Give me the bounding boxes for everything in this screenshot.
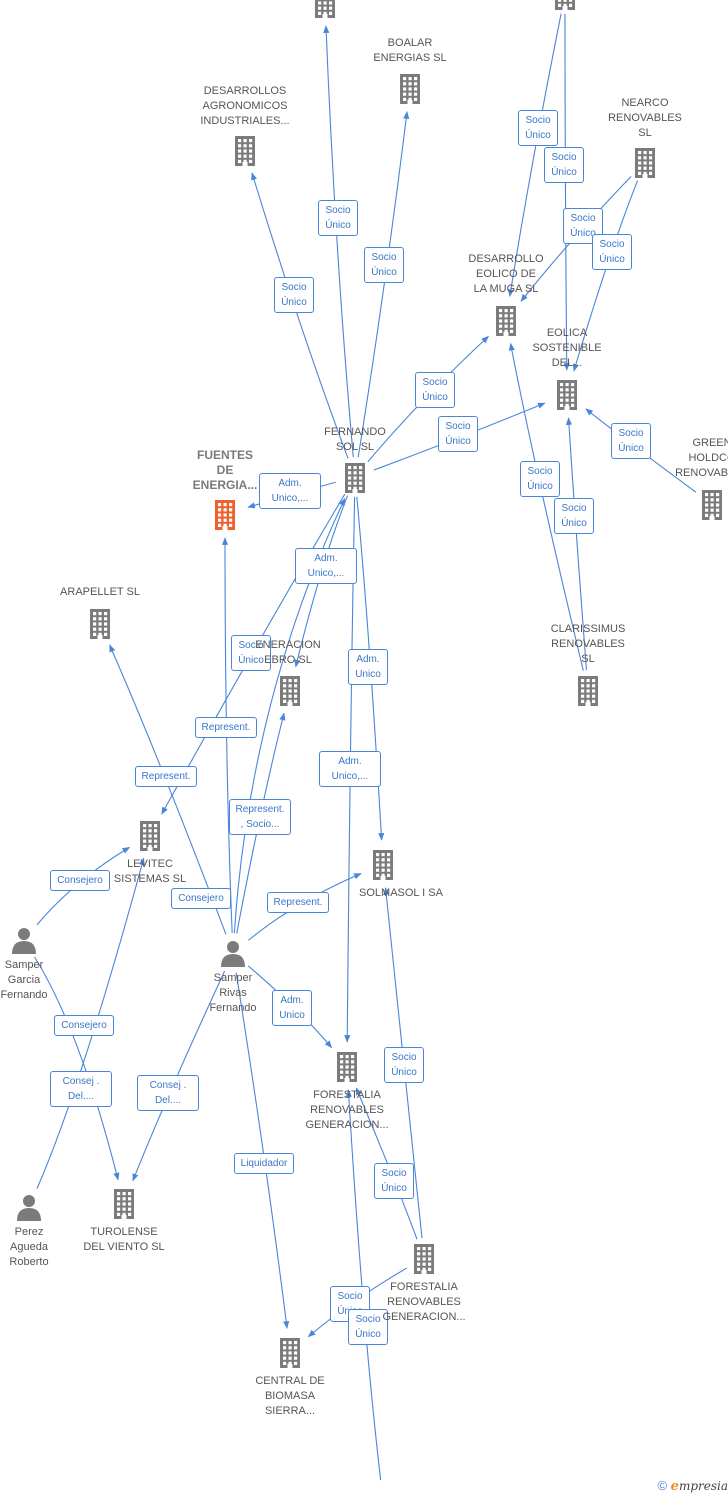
edge-label[interactable]: Represent. <box>135 765 197 787</box>
node-label[interactable]: CENTRAL DE BIOMASA SIERRA... <box>255 1375 325 1417</box>
edge-line <box>323 25 354 458</box>
building-icon[interactable] <box>575 674 601 711</box>
edge-label[interactable]: Socio Único <box>348 1309 388 1345</box>
edge-label[interactable]: Liquidador <box>234 1152 294 1174</box>
node-label[interactable]: ARAPELLET SL <box>60 586 140 598</box>
node-label[interactable]: SOLMASOL I SA <box>359 887 443 899</box>
edge-label[interactable]: Socio Único <box>364 247 404 283</box>
edge-label[interactable]: Adm. Unico,... <box>295 548 357 584</box>
building-icon[interactable] <box>232 134 258 171</box>
edge-line <box>563 13 570 371</box>
edge-label[interactable]: Socio Único <box>592 234 632 270</box>
edge-line <box>36 857 145 1189</box>
edge-label[interactable]: Socio Único <box>274 277 314 313</box>
edge-label[interactable]: Represent. <box>267 891 329 913</box>
edge-label[interactable]: Represent. <box>195 716 257 738</box>
edge-line <box>34 956 120 1181</box>
edge-label[interactable]: Socio Único <box>384 1047 424 1083</box>
edge-line <box>235 972 290 1329</box>
edge-label[interactable]: Consejero <box>171 887 231 909</box>
node-label[interactable]: Perez Agueda Roberto <box>9 1226 49 1268</box>
edge-line <box>251 172 349 459</box>
footer-brand: © empresia <box>657 1478 728 1494</box>
edge-label[interactable]: Socio Único <box>544 147 584 183</box>
edge-line <box>357 111 410 458</box>
building-icon[interactable] <box>493 304 519 341</box>
node-label[interactable]: TUROLENSE DEL VIENTO SL <box>83 1226 165 1253</box>
node-label[interactable]: DESARROLLO EOLICO DE LA MUGA SL <box>468 253 544 295</box>
brand-initial: e <box>670 1479 679 1494</box>
edge-label[interactable]: Consej . Del.... <box>137 1075 199 1111</box>
person-icon[interactable] <box>219 939 247 972</box>
edge-label[interactable]: Consejero <box>54 1014 114 1036</box>
node-label[interactable]: Samper Garcia Fernando <box>0 959 48 1001</box>
building-icon[interactable] <box>397 72 423 109</box>
node-label[interactable]: NEARCO RENOVABLES SL <box>608 97 682 139</box>
edge-label[interactable]: Consejero <box>50 869 110 891</box>
building-icon[interactable] <box>699 488 725 525</box>
edge-line <box>507 13 562 298</box>
edge-label[interactable]: Adm. Unico <box>348 649 388 685</box>
building-icon[interactable] <box>137 819 163 856</box>
building-icon[interactable] <box>554 378 580 415</box>
edge-label[interactable]: Consej . Del.... <box>50 1071 112 1107</box>
edge-label[interactable]: Adm. Unico,... <box>259 473 321 509</box>
brand-name: mpresia <box>678 1479 728 1493</box>
edge-label[interactable]: Socio Único <box>554 498 594 534</box>
edge-label[interactable]: Adm. Unico <box>272 990 312 1026</box>
building-icon[interactable] <box>277 674 303 711</box>
node-label[interactable]: FORESTALIA RENOVABLES GENERACION... <box>305 1089 389 1131</box>
node-label[interactable]: Samper Rivas Fernando <box>209 972 257 1014</box>
edge-label[interactable]: Socio Único <box>231 635 271 671</box>
node-label[interactable]: GREEN HOLDCO RENOVABLES <box>675 437 728 479</box>
edge-label[interactable]: Socio Único <box>318 200 358 236</box>
person-icon[interactable] <box>10 926 38 959</box>
person-icon[interactable] <box>15 1193 43 1226</box>
node-label[interactable]: LEVITEC SISTEMAS SL <box>113 858 187 885</box>
building-icon[interactable] <box>342 461 368 498</box>
edge-line <box>221 537 233 934</box>
edge-label[interactable]: Socio Único <box>374 1163 414 1199</box>
building-icon[interactable] <box>370 848 396 885</box>
node-label[interactable]: FUENTES DE ENERGIA... <box>192 448 258 492</box>
building-icon[interactable] <box>87 607 113 644</box>
node-label[interactable]: EOLICA SOSTENIBLE DEL... <box>532 327 602 369</box>
edge-label[interactable]: Socio Único <box>611 423 651 459</box>
edge-label[interactable]: Adm. Unico,... <box>319 751 381 787</box>
edge-label[interactable]: Socio Único <box>520 461 560 497</box>
building-icon[interactable] <box>552 0 578 15</box>
building-icon[interactable] <box>632 146 658 183</box>
building-icon[interactable] <box>111 1187 137 1224</box>
edge-label[interactable]: Socio Único <box>518 110 558 146</box>
node-label[interactable]: FERNANDO SOL SL <box>324 426 386 453</box>
node-label[interactable]: ENERACION EBRO SL <box>255 639 321 666</box>
edge-label[interactable]: Socio Único <box>415 372 455 408</box>
building-icon[interactable] <box>277 1336 303 1373</box>
node-label[interactable]: FORESTALIA RENOVABLES GENERACION... <box>382 1281 466 1323</box>
edge-label[interactable]: Socio Único <box>438 416 478 452</box>
node-label[interactable]: CLARISSIMUS RENOVABLES SL <box>550 623 626 665</box>
building-icon[interactable] <box>334 1050 360 1087</box>
node-label[interactable]: BOALAR ENERGIAS SL <box>373 37 447 64</box>
building-icon[interactable] <box>312 0 338 23</box>
building-icon[interactable] <box>212 498 238 535</box>
copyright-symbol: © <box>657 1478 668 1493</box>
node-label[interactable]: DESARROLLOS AGRONOMICOS INDUSTRIALES... <box>200 85 290 127</box>
edge-label[interactable]: Represent. , Socio... <box>229 799 291 835</box>
building-icon[interactable] <box>411 1242 437 1279</box>
